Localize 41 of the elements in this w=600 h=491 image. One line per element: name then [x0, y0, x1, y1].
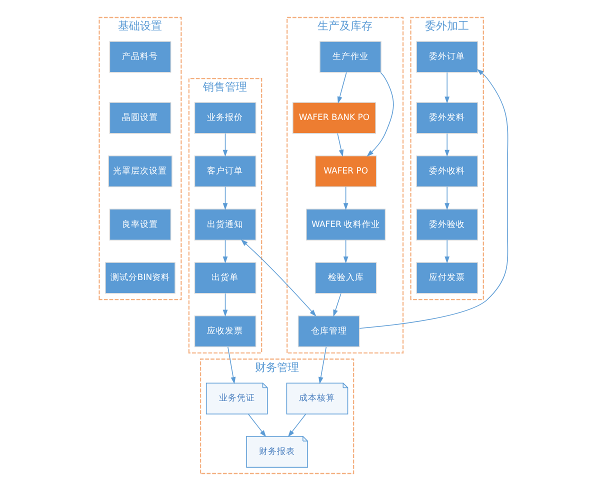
arrow: [444, 186, 450, 210]
arrow: [247, 414, 266, 438]
node-box: 良率设置: [108, 208, 171, 240]
node-box: 检验入库: [314, 262, 376, 294]
node-box: 应付发票: [416, 262, 478, 294]
arrow: [332, 293, 341, 317]
arrow: [336, 72, 346, 104]
arrow: [366, 72, 394, 157]
arrow: [342, 186, 348, 210]
arrow: [222, 133, 228, 157]
arrow: [222, 240, 228, 264]
node-box: 产品料号: [108, 41, 171, 73]
arrow: [227, 346, 236, 384]
arrow: [444, 240, 450, 264]
node-box: 生产作业: [319, 41, 381, 73]
node-box: WAFER 收料作业: [306, 208, 386, 240]
arrow: [240, 239, 316, 316]
arrow: [287, 414, 306, 438]
arrow: [358, 69, 508, 329]
node-box: 出货通知: [194, 208, 256, 240]
node-box: 应收发票: [194, 315, 256, 348]
arrow: [222, 186, 228, 210]
node-box: 客户订单: [194, 155, 256, 188]
arrow: [336, 133, 344, 157]
arrow: [318, 346, 326, 384]
node-box: WAFER BANK PO: [292, 102, 376, 134]
node-box: 委外订单: [416, 41, 478, 73]
node-box: 测试分BIN资料: [104, 262, 175, 294]
node-box: 出货单: [194, 262, 256, 294]
node-box: 仓库管理: [297, 315, 360, 348]
node-box: 委外收料: [416, 155, 478, 188]
node-box: 晶圆设置: [108, 102, 171, 134]
node-box: 委外验收: [416, 208, 478, 240]
node-box: 委外发料: [416, 102, 478, 134]
arrow: [444, 72, 450, 104]
node-box: 业务报价: [194, 102, 256, 134]
arrow: [444, 133, 450, 157]
arrow: [222, 293, 228, 317]
node-box: 光罩层次设置: [108, 155, 172, 188]
node-box: WAFER PO: [314, 155, 376, 188]
arrow: [342, 240, 348, 264]
